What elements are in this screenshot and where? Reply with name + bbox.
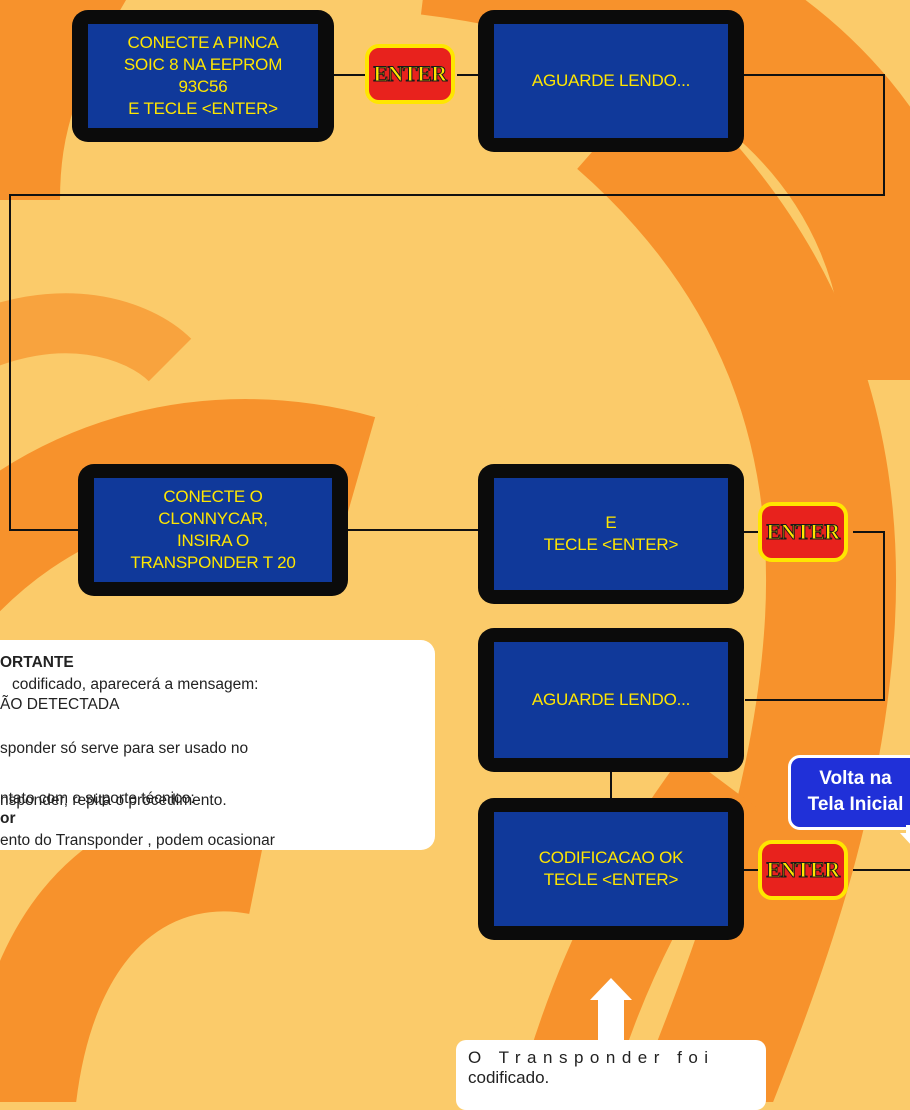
screen-aguarde-lendo-2: AGUARDE LENDO...	[478, 628, 744, 772]
note-line: ntato com o suporte técnico:	[0, 790, 195, 807]
callout-line: O Transponder foi	[468, 1048, 715, 1067]
callout-line: codificado.	[468, 1068, 550, 1087]
screen-text: CONECTE O CLONNYCAR, INSIRA O TRANSPONDE…	[130, 487, 296, 572]
screen-text: CONECTE A PINCA SOIC 8 NA EEPROM 93C56 E…	[123, 33, 283, 118]
down-arrow-icon	[900, 825, 910, 844]
volta-box: Volta na Tela Inicial	[788, 755, 910, 830]
note-line: or	[0, 810, 16, 827]
enter-label: ENTER	[766, 519, 841, 545]
note-line: ento do Transponder , podem ocasionar	[0, 832, 275, 849]
screen-text: AGUARDE LENDO...	[531, 71, 691, 90]
note-line: ÃO DETECTADA	[0, 696, 120, 713]
note-line: sponder só serve para ser usado no	[0, 740, 249, 757]
screen-text: E TECLE <ENTER>	[543, 513, 679, 554]
screen-codificacao-ok: CODIFICACAO OK TECLE <ENTER>	[478, 798, 744, 940]
note-line: codificado, aparecerá a mensagem:	[12, 676, 259, 693]
enter-button[interactable]: ENTER	[758, 840, 848, 900]
screen-conecte-clonnycar: CONECTE O CLONNYCAR, INSIRA O TRANSPONDE…	[78, 464, 348, 596]
note-line: nsponder, repita o procedimento.	[0, 792, 227, 809]
screen-aguarde-lendo-1: AGUARDE LENDO...	[478, 10, 744, 152]
screen-text: CODIFICACAO OK TECLE <ENTER>	[538, 848, 684, 889]
enter-button[interactable]: ENTER	[758, 502, 848, 562]
enter-label: ENTER	[766, 857, 841, 883]
enter-button[interactable]: ENTER	[365, 44, 455, 104]
important-note-panel: ORTANTE codificado, aparecerá a mensagem…	[0, 640, 435, 850]
volta-line: Tela Inicial	[807, 794, 904, 815]
screen-connect-pinca: CONECTE A PINCA SOIC 8 NA EEPROM 93C56 E…	[72, 10, 334, 142]
screen-text: AGUARDE LENDO...	[531, 690, 691, 709]
transponder-callout: O Transponder foi codificado.	[456, 1040, 766, 1110]
volta-line: Volta na	[819, 768, 892, 789]
note-title: ORTANTE	[0, 654, 74, 671]
enter-label: ENTER	[373, 61, 448, 87]
volta-tela-inicial-badge: Volta na Tela Inicial	[788, 755, 910, 845]
screen-e-tecle-enter: E TECLE <ENTER>	[478, 464, 744, 604]
